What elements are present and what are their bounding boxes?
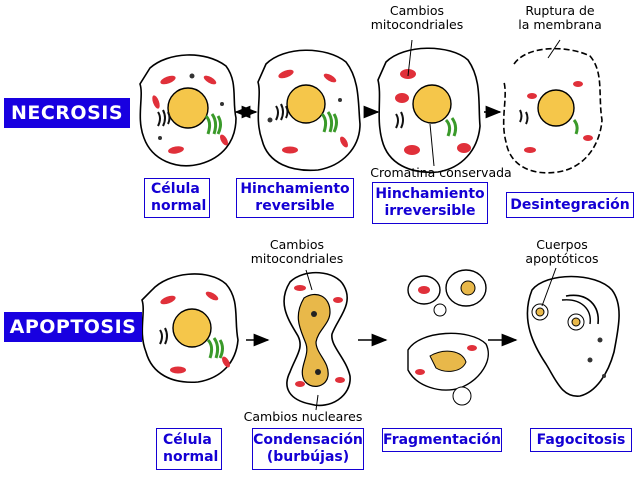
caption-apoptosis-phagocytosis: Fagocitosis <box>530 428 632 452</box>
note-apoptotic-bodies: Cuerpos apoptóticos <box>525 237 599 266</box>
necrosis-cell-normal <box>139 54 237 167</box>
note-mito-changes-apoptosis: Cambios mitocondriales <box>250 237 344 266</box>
caption-necrosis-normal: Célula normal <box>144 178 210 218</box>
apoptosis-cell-condensation <box>283 269 351 411</box>
caption-necrosis-disintegration: Desintegración <box>506 192 634 218</box>
note-mito-changes-necrosis: Cambios mitocondriales <box>370 3 464 32</box>
apoptosis-cell-fragmentation <box>407 269 489 406</box>
caption-necrosis-irreversible: Hinchamiento irreversible <box>372 182 488 224</box>
caption-apoptosis-condensation: Condensación (burbújas) <box>252 428 364 470</box>
apoptosis-label: APOPTOSIS <box>4 312 142 342</box>
necrosis-cell-reversible <box>257 49 361 172</box>
caption-apoptosis-normal: Célula normal <box>156 428 222 470</box>
apoptosis-cell-phagocytosis <box>526 267 620 397</box>
note-membrane-rupture: Ruptura de la membrana <box>518 3 602 32</box>
note-nuclear-changes: Cambios nucleares <box>243 409 363 424</box>
necrosis-label: NECROSIS <box>4 98 130 128</box>
apoptosis-cell-normal <box>141 273 239 384</box>
caption-necrosis-reversible: Hinchamiento reversible <box>236 178 354 218</box>
necrosis-cell-irreversible <box>377 39 481 174</box>
note-chromatin: Cromatina conservada <box>370 165 512 180</box>
caption-apoptosis-fragmentation: Fragmentación <box>382 428 502 452</box>
necrosis-cell-disintegration <box>502 39 603 174</box>
